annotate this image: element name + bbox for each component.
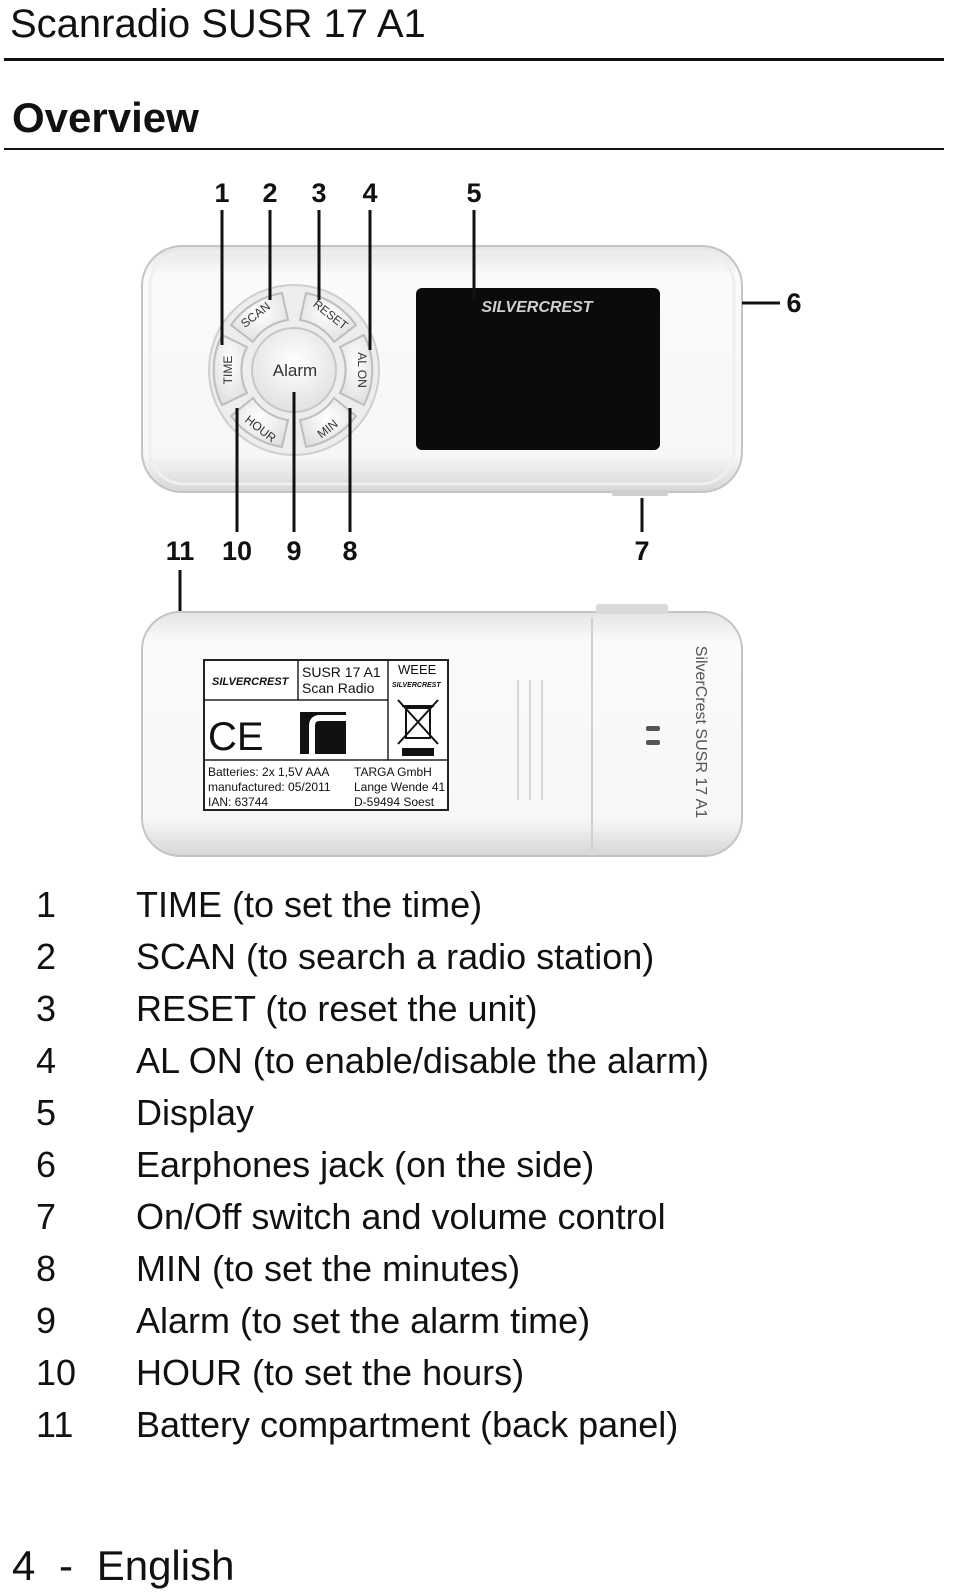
rating-label: SILVERCREST SUSR 17 A1 Scan Radio WEEE S… <box>203 659 449 811</box>
label-city: D-59494 Soest <box>354 795 435 809</box>
label-company: TARGA GmbH <box>354 765 432 779</box>
label-batteries: Batteries: 2x 1,5V AAA <box>208 765 329 779</box>
legend-number: 7 <box>36 1196 57 1237</box>
page-number: 4 <box>12 1542 36 1589</box>
legend-number: 9 <box>36 1300 57 1341</box>
time-label: TIME <box>221 356 235 385</box>
legend-text: Earphones jack (on the side) <box>136 1144 595 1185</box>
time-button <box>212 333 249 407</box>
hour-button <box>229 396 290 449</box>
legend-text: RESET (to reset the unit) <box>136 988 538 1029</box>
alarm-button-label: Alarm <box>273 361 317 380</box>
crossed-bin-icon <box>397 699 439 745</box>
title-rule <box>4 58 944 61</box>
legend-text: MIN (to set the minutes) <box>136 1248 521 1289</box>
heading-rule <box>4 148 944 150</box>
label-manufactured: manufactured: 05/2011 <box>208 780 331 794</box>
label-weee-brand: SILVERCREST <box>392 682 441 689</box>
legend-number: 3 <box>36 988 57 1029</box>
label-ian: IAN: 63744 <box>208 795 268 809</box>
legend-text: Alarm (to set the alarm time) <box>136 1300 591 1341</box>
callout-7: 7 <box>634 536 649 566</box>
callout-4: 4 <box>362 178 377 208</box>
legend-text: Display <box>136 1092 255 1133</box>
legend-number: 4 <box>36 1040 57 1081</box>
device-illustration: 1 2 3 4 5 6 7 8 9 10 11 SILVERCREST Alar… <box>141 178 802 857</box>
al-on-button <box>338 333 374 407</box>
callout-9: 9 <box>286 536 301 566</box>
legend-number: 1 <box>36 884 57 925</box>
ce-mark: CE <box>208 715 264 759</box>
legend-number: 10 <box>36 1352 77 1393</box>
callout-8: 8 <box>342 536 357 566</box>
legend-text: TIME (to set the time) <box>136 884 483 925</box>
legend-text: AL ON (to enable/disable the alarm) <box>136 1040 709 1081</box>
label-weee: WEEE <box>398 662 437 677</box>
legend-number: 8 <box>36 1248 57 1289</box>
scan-button <box>229 291 290 344</box>
min-button <box>298 396 358 449</box>
reset-button <box>298 291 358 344</box>
footer-separator: - <box>59 1542 74 1589</box>
front-brand-logo: SILVERCREST <box>481 299 593 316</box>
label-street: Lange Wende 41 <box>354 780 446 794</box>
callout-lines <box>178 210 780 708</box>
legend-number: 11 <box>36 1404 74 1445</box>
page-title: Scanradio SUSR 17 A1 <box>10 2 426 46</box>
al-on-label: AL ON <box>355 352 369 388</box>
back-side-text: SilverCrest SUSR 17 A1 <box>692 646 709 819</box>
section-heading: Overview <box>12 94 199 141</box>
device-back: SilverCrest SUSR 17 A1 SILVERCREST SUSR … <box>141 604 743 857</box>
legend-number: 2 <box>36 936 57 977</box>
legend-number: 6 <box>36 1144 57 1185</box>
label-product: Scan Radio <box>302 680 375 696</box>
display-screen <box>416 288 660 450</box>
legend-number: 5 <box>36 1092 57 1133</box>
callout-11: 11 <box>166 536 195 566</box>
legend-text: SCAN (to search a radio station) <box>136 936 655 977</box>
callout-2: 2 <box>262 178 277 208</box>
legend-text: HOUR (to set the hours) <box>136 1352 525 1393</box>
callout-5: 5 <box>466 178 481 208</box>
callout-6: 6 <box>786 288 801 318</box>
label-brand: SILVERCREST <box>212 676 290 688</box>
callout-1: 1 <box>214 178 229 208</box>
label-model: SUSR 17 A1 <box>302 664 381 680</box>
callout-3: 3 <box>311 178 326 208</box>
callout-10: 10 <box>222 536 252 566</box>
footer-language: English <box>96 1542 235 1589</box>
legend-text: Battery compartment (back panel) <box>136 1404 679 1445</box>
page-footer: 4 - English <box>12 1542 234 1590</box>
device-front: SILVERCREST Alarm SCAN RESET AL ON MIN H… <box>141 245 743 496</box>
legend-text: On/Off switch and volume control <box>136 1196 666 1237</box>
